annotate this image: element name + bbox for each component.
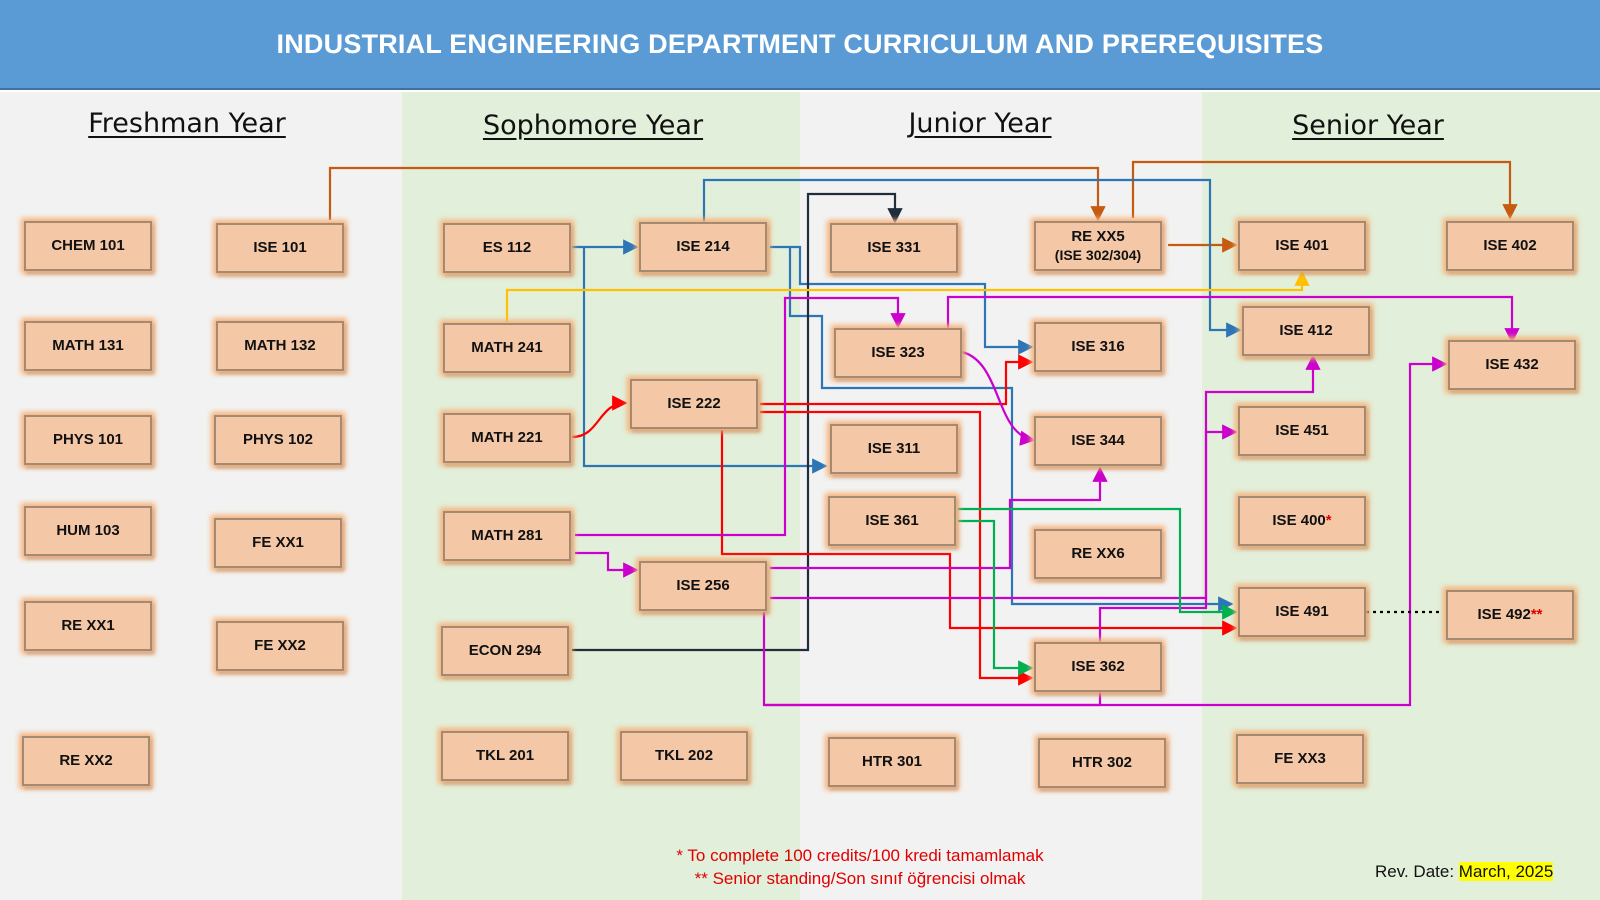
course-label: HTR 302	[1071, 753, 1133, 771]
course-math132[interactable]: MATH 132	[216, 321, 344, 371]
course-label: ES 112	[482, 238, 532, 256]
course-math221[interactable]: MATH 221	[443, 413, 571, 463]
year-heading-freshman: Freshman Year	[88, 108, 286, 139]
course-label: ISE 491	[1275, 602, 1329, 620]
footnote-2: ** Senior standing/Son sınıf öğrencisi o…	[694, 868, 1026, 888]
course-ise256[interactable]: ISE 256	[639, 561, 767, 611]
course-rexx2[interactable]: RE XX2	[22, 736, 150, 786]
course-label: ISE 401	[1275, 236, 1329, 254]
course-ise331[interactable]: ISE 331	[830, 223, 958, 273]
course-label: ISE 331	[867, 238, 921, 256]
revision-date-value: March, 2025	[1458, 862, 1554, 881]
course-ise344[interactable]: ISE 344	[1034, 416, 1162, 466]
footnote-marker: *	[1325, 511, 1332, 529]
course-ise400[interactable]: ISE 400*	[1238, 496, 1366, 546]
footnote-1: * To complete 100 credits/100 kredi tama…	[676, 846, 1044, 865]
course-label: MATH 221	[471, 428, 543, 446]
footnotes: * To complete 100 credits/100 kredi tama…	[610, 845, 1110, 891]
course-ise492[interactable]: ISE 492**	[1446, 590, 1574, 640]
course-label: FE XX1	[252, 533, 304, 551]
course-label: ISE 451	[1275, 421, 1329, 439]
course-sublabel: (ISE 302/304)	[1054, 246, 1142, 263]
course-ise101[interactable]: ISE 101	[216, 223, 344, 273]
course-ise323[interactable]: ISE 323	[834, 328, 962, 378]
course-ise451[interactable]: ISE 451	[1238, 406, 1366, 456]
course-hum103[interactable]: HUM 103	[24, 506, 152, 556]
course-code: ISE 400	[1272, 511, 1326, 529]
course-math131[interactable]: MATH 131	[24, 321, 152, 371]
header-bar: INDUSTRIAL ENGINEERING DEPARTMENT CURRIC…	[0, 0, 1600, 90]
course-label: ISE 344	[1071, 431, 1125, 449]
course-htr302[interactable]: HTR 302	[1038, 738, 1166, 788]
course-chem101[interactable]: CHEM 101	[24, 221, 152, 271]
course-label: ISE 492**	[1477, 606, 1542, 625]
course-label: ISE 362	[1071, 657, 1125, 675]
course-label: TKL 201	[475, 746, 535, 764]
course-math241[interactable]: MATH 241	[443, 323, 571, 373]
course-label: TKL 202	[654, 746, 714, 764]
course-label: RE XX2	[59, 751, 113, 769]
year-heading-junior: Junior Year	[908, 108, 1052, 139]
course-rexx6[interactable]: RE XX6	[1034, 529, 1162, 579]
course-label: FE XX2	[254, 636, 306, 654]
course-label: RE XX6	[1071, 544, 1125, 562]
course-label: ISE 412	[1279, 321, 1333, 339]
course-label: ISE 311	[867, 439, 921, 457]
course-label: ISE 316	[1071, 337, 1125, 355]
course-label: ISE 214	[676, 237, 730, 255]
course-fexx1[interactable]: FE XX1	[214, 518, 342, 568]
course-label: ISE 361	[865, 511, 919, 529]
year-heading-senior: Senior Year	[1292, 110, 1444, 141]
course-rexx5[interactable]: RE XX5 (ISE 302/304)	[1034, 221, 1162, 271]
course-tkl202[interactable]: TKL 202	[620, 731, 748, 781]
course-label: HTR 301	[861, 752, 923, 770]
course-ise412[interactable]: ISE 412	[1242, 306, 1370, 356]
course-ise311[interactable]: ISE 311	[830, 424, 958, 474]
course-label: MATH 281	[471, 526, 543, 544]
course-ise316[interactable]: ISE 316	[1034, 322, 1162, 372]
course-label: ECON 294	[468, 641, 542, 659]
course-ise361[interactable]: ISE 361	[828, 496, 956, 546]
year-heading-sophomore: Sophomore Year	[482, 110, 704, 141]
course-label: ISE 402	[1483, 236, 1537, 254]
course-ise214[interactable]: ISE 214	[639, 222, 767, 272]
course-ise432[interactable]: ISE 432	[1448, 340, 1576, 390]
course-label: MATH 131	[52, 336, 124, 354]
course-label: RE XX1	[61, 616, 115, 634]
course-fexx2[interactable]: FE XX2	[216, 621, 344, 671]
course-ise362[interactable]: ISE 362	[1034, 642, 1162, 692]
course-ise402[interactable]: ISE 402	[1446, 221, 1574, 271]
course-label: ISE 432	[1485, 355, 1539, 373]
course-label: ISE 101	[253, 238, 307, 256]
course-label: HUM 103	[56, 521, 120, 539]
course-label: RE XX5	[1071, 227, 1125, 245]
course-ise401[interactable]: ISE 401	[1238, 221, 1366, 271]
course-label: MATH 241	[471, 338, 543, 356]
course-ise222[interactable]: ISE 222	[630, 379, 758, 429]
course-label: PHYS 101	[52, 430, 124, 448]
course-phys102[interactable]: PHYS 102	[214, 415, 342, 465]
course-tkl201[interactable]: TKL 201	[441, 731, 569, 781]
revision-date: Rev. Date: March, 2025	[1375, 862, 1554, 882]
course-label: ISE 222	[667, 394, 721, 412]
course-label: ISE 400*	[1272, 512, 1331, 531]
footnote-marker: **	[1530, 605, 1543, 623]
course-econ294[interactable]: ECON 294	[441, 626, 569, 676]
page-title: INDUSTRIAL ENGINEERING DEPARTMENT CURRIC…	[276, 28, 1324, 59]
course-ise491[interactable]: ISE 491	[1238, 587, 1366, 637]
course-rexx1[interactable]: RE XX1	[24, 601, 152, 651]
course-label: PHYS 102	[242, 430, 314, 448]
course-label: ISE 323	[871, 343, 925, 361]
course-label: CHEM 101	[51, 236, 125, 254]
course-label: MATH 132	[244, 336, 316, 354]
course-htr301[interactable]: HTR 301	[828, 737, 956, 787]
course-phys101[interactable]: PHYS 101	[24, 415, 152, 465]
course-math281[interactable]: MATH 281	[443, 511, 571, 561]
course-es112[interactable]: ES 112	[443, 223, 571, 273]
course-code: ISE 492	[1477, 605, 1531, 623]
course-label: ISE 256	[676, 576, 730, 594]
course-fexx3[interactable]: FE XX3	[1236, 734, 1364, 784]
course-label: FE XX3	[1274, 749, 1326, 767]
revision-date-label: Rev. Date:	[1375, 862, 1455, 881]
